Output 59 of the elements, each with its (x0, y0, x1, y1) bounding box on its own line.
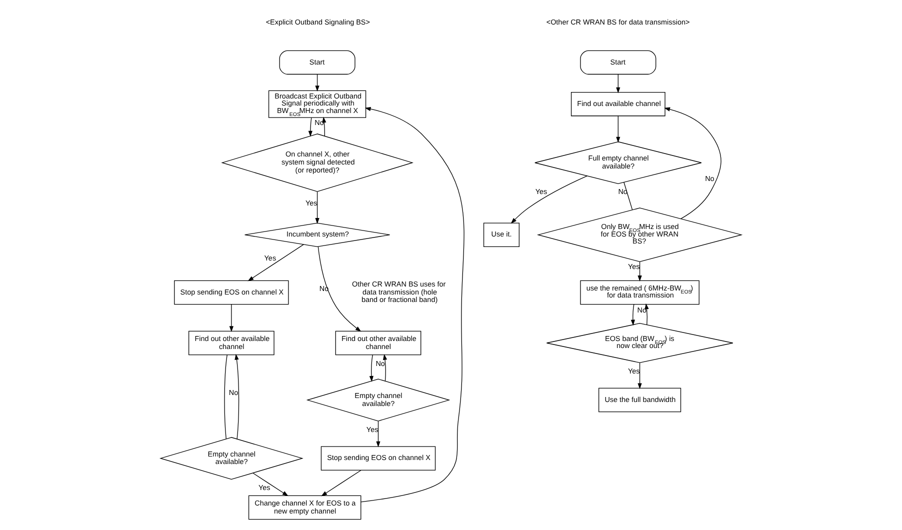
arrow (321, 470, 362, 496)
arrow (616, 116, 620, 143)
connector (224, 354, 228, 440)
node-box: Broadcast Explicit Outband Signal periodically with BW$_{EOS}$MHz on channel X (268, 90, 366, 118)
arrow (234, 354, 240, 440)
edge-label: No (228, 388, 238, 397)
arrow (252, 472, 288, 496)
edge-label: Yes (258, 483, 270, 492)
arrow (229, 304, 234, 332)
arrow (638, 262, 642, 282)
node-diamond: Empty channel available? (306, 378, 450, 422)
node-diamond: EOS band (BW$_{EOS}$) is now clear out? (546, 323, 734, 363)
edge-label: Yes (366, 424, 378, 434)
edge-label: Yes (264, 253, 276, 262)
label: Other CR WRAN BS uses for data transmission (hole band or fractional band) (352, 280, 446, 304)
label: <Other CR WRAN BS for data transmission> (546, 17, 690, 26)
arrow (644, 303, 649, 325)
node-box: Change channel X for EOS to a new empty channel (248, 495, 362, 520)
node-box: use the remained ( 6MHz-BW$_{EOS}$) for data transmission (580, 280, 700, 305)
arrow (315, 191, 320, 224)
node-diamond: Empty channel available? (159, 437, 304, 480)
node-box: Start (580, 50, 656, 75)
arrow (322, 116, 326, 136)
label: <Explicit Outband Signaling BS> (266, 17, 370, 26)
node-box: Find out available channel (570, 92, 666, 116)
arrow (248, 244, 304, 282)
arrow (376, 420, 380, 448)
edge-label: No (376, 358, 385, 368)
connector (624, 182, 633, 210)
node-diamond: Full empty channel available? (534, 141, 702, 184)
edge-label: Yes (305, 198, 318, 208)
arrow (318, 246, 362, 332)
arrow (382, 354, 388, 382)
node-box: Use the full bandwidth (598, 388, 682, 412)
node-diamond: Only BW$_{EOS}$MHz is used for EOS by other WRAN BS? (536, 208, 743, 262)
arrow (664, 107, 722, 220)
edge-label: Yes (628, 366, 640, 376)
edge-label: No (618, 186, 628, 196)
arrow (616, 74, 620, 94)
node-box: Find out other available channel (335, 330, 422, 356)
edge-label: No (705, 174, 714, 184)
node-box: Start (279, 50, 356, 75)
node-diamond: Incumbent system? (244, 222, 390, 247)
edge-label: No (314, 118, 324, 127)
arrow (638, 362, 642, 390)
edge-label: Yes (535, 186, 548, 196)
node-diamond: On channel X, other system signal detected (or reported)? (221, 134, 414, 192)
arrow (369, 354, 374, 382)
arrow (630, 304, 635, 326)
node-box: Stop sending EOS on channel X (174, 280, 289, 305)
arrow (510, 176, 588, 224)
arrow (360, 107, 464, 502)
node-box: Stop sending EOS on channel X (320, 446, 436, 470)
edge-label: Yes (628, 262, 640, 271)
arrow (308, 117, 312, 137)
arrow (315, 74, 320, 92)
node-box: Use it. (483, 222, 520, 247)
node-box: Find out other available channel (188, 330, 274, 356)
edge-label: No (637, 305, 646, 314)
